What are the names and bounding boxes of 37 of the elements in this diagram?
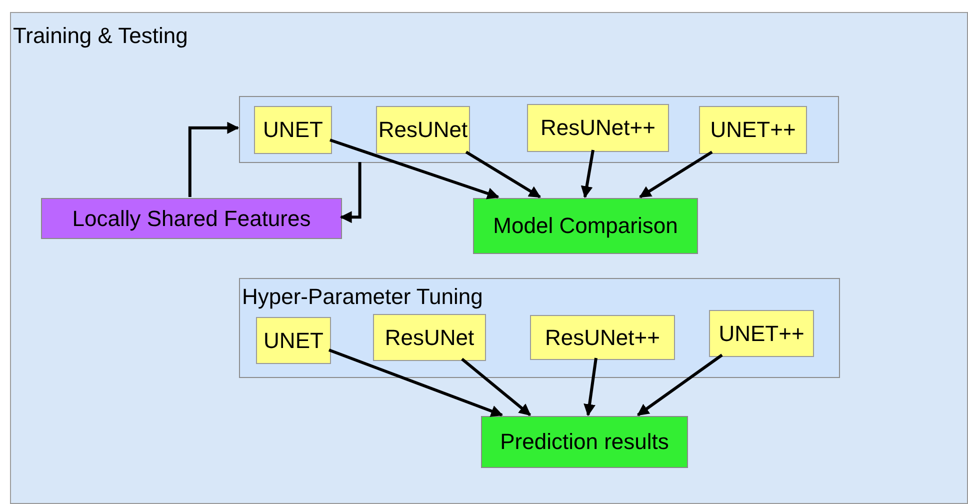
arrow — [188, 122, 240, 197]
node-label: Locally Shared Features — [71, 204, 312, 233]
model-box — [256, 317, 331, 364]
node-label: Prediction results — [499, 428, 670, 456]
node-label: UNET — [262, 326, 324, 354]
result-box — [481, 416, 688, 468]
arrow — [636, 354, 723, 416]
arrow — [584, 358, 598, 416]
arrow — [465, 150, 541, 198]
model-box — [530, 315, 675, 360]
node-label: Model Comparison — [492, 212, 679, 240]
group-heading: Training & Testing — [13, 23, 188, 49]
node-label: ResUNet — [384, 324, 476, 352]
node-label: UNET++ — [709, 116, 797, 144]
model-box — [709, 310, 814, 357]
model-box — [527, 104, 669, 152]
group-box — [239, 96, 839, 163]
model-box — [254, 106, 332, 154]
node-label: UNET++ — [718, 320, 806, 348]
node-label: ResUNet++ — [540, 114, 656, 142]
group-box — [239, 278, 840, 378]
arrow — [340, 162, 362, 224]
result-box — [473, 198, 698, 254]
arrow — [330, 138, 500, 200]
arrow — [328, 348, 504, 417]
model-box — [376, 106, 470, 154]
arrow — [461, 358, 532, 416]
model-box — [699, 106, 807, 154]
model-box — [373, 314, 486, 361]
arrow — [580, 150, 594, 198]
arrow — [639, 150, 713, 198]
node-label: ResUNet — [377, 116, 469, 144]
panel-background — [10, 12, 968, 504]
group-heading: Hyper-Parameter Tuning — [242, 284, 483, 310]
feature-box — [41, 198, 342, 239]
node-label: ResUNet++ — [544, 324, 661, 352]
node-label: UNET — [262, 116, 324, 144]
